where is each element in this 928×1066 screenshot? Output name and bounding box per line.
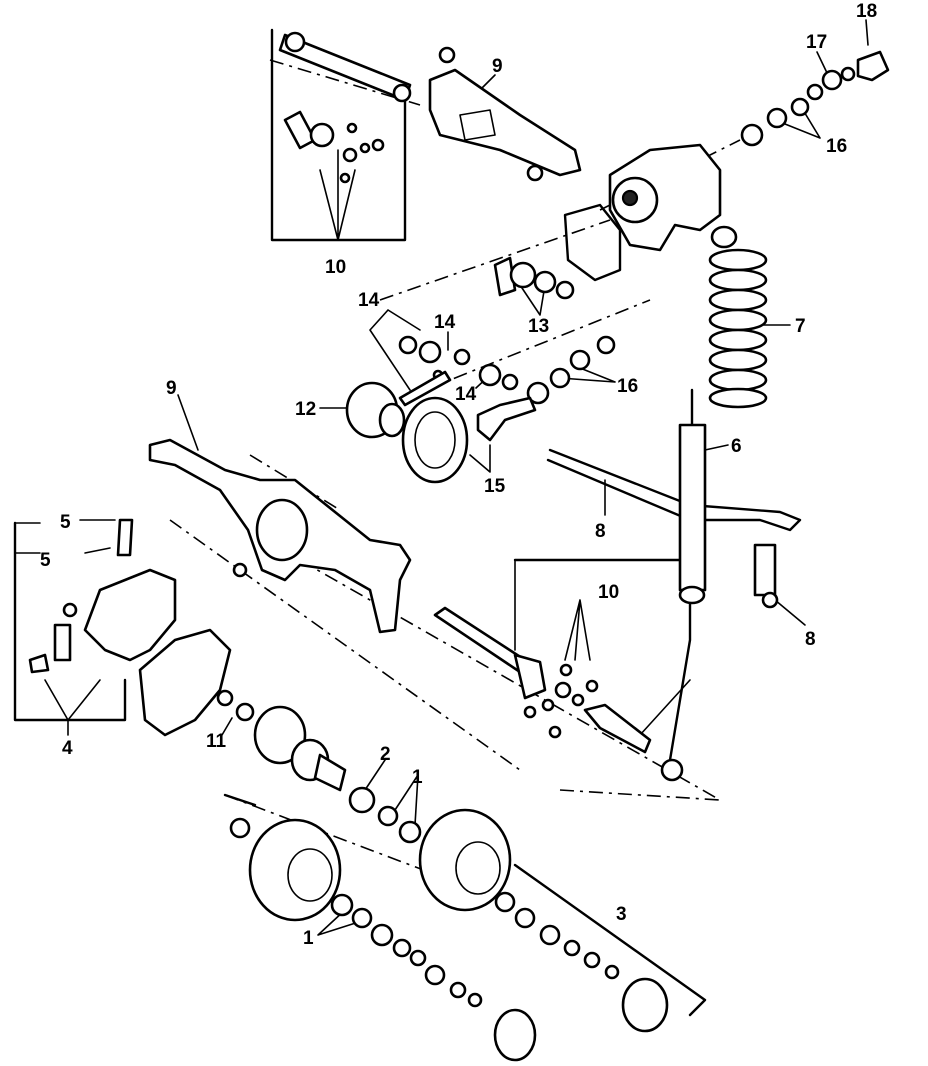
pinion-gear	[476, 396, 537, 442]
side-gears	[398, 335, 471, 407]
callout-2: 2	[380, 744, 391, 765]
callout-10-upper: 10	[325, 257, 346, 278]
coil-spring	[708, 248, 768, 409]
diff-cover-gasket	[563, 203, 622, 282]
shock-absorber	[678, 388, 707, 605]
pinion-bearings-lower	[478, 335, 616, 405]
callout-1-lower: 1	[303, 928, 314, 949]
callout-10-lower: 10	[598, 582, 619, 603]
callout-8-upper: 8	[595, 521, 606, 542]
hub-bearings-right	[494, 891, 669, 1033]
callout-15: 15	[484, 476, 506, 497]
u-joint-kit-lower	[523, 663, 684, 782]
callout-14-c: 14	[455, 384, 477, 405]
radius-arm-upper	[428, 46, 582, 182]
callout-8-lower: 8	[805, 629, 816, 650]
callout-11: 11	[206, 731, 227, 752]
u-joint-kit-upper	[283, 110, 385, 184]
brake-rotor-right	[418, 808, 512, 912]
dust-shield	[138, 628, 232, 737]
pinion-seals-top	[740, 50, 890, 147]
carrier-bearings	[493, 256, 575, 300]
callout-7: 7	[795, 316, 806, 337]
differential-housing	[608, 143, 738, 252]
stabilizer-bar	[546, 448, 802, 609]
upper-control-rod	[278, 31, 412, 103]
callout-4: 4	[62, 738, 73, 759]
axle-shaft	[433, 606, 547, 700]
callout-5-lower: 5	[40, 550, 51, 571]
callout-9-upper: 9	[492, 56, 503, 77]
callout-9-lower: 9	[166, 378, 177, 399]
ring-gear	[401, 396, 469, 484]
callout-14-b: 14	[434, 312, 456, 333]
wheel-bearings-upper	[348, 786, 422, 844]
callout-12: 12	[295, 399, 316, 420]
callout-6: 6	[731, 436, 742, 457]
callout-17: 17	[806, 32, 827, 53]
callout-labels: 18 17 9 16 10 7 14 14 13 14 16 12 9 15 6…	[40, 1, 877, 949]
callout-1-upper: 1	[412, 767, 423, 788]
callout-5-upper: 5	[60, 512, 71, 533]
axle-housing	[148, 438, 412, 634]
callout-16-upper: 16	[826, 136, 847, 157]
brake-rotor-left	[229, 817, 342, 922]
callout-14-a: 14	[358, 290, 380, 311]
hub-spindle	[216, 689, 347, 792]
callout-16-lower: 16	[617, 376, 638, 397]
hub-bearings-left	[330, 893, 537, 1062]
differential-case	[345, 381, 406, 439]
callout-18: 18	[856, 1, 877, 22]
callout-13: 13	[528, 316, 549, 337]
steering-knuckle	[28, 518, 177, 674]
callout-3: 3	[616, 904, 627, 925]
